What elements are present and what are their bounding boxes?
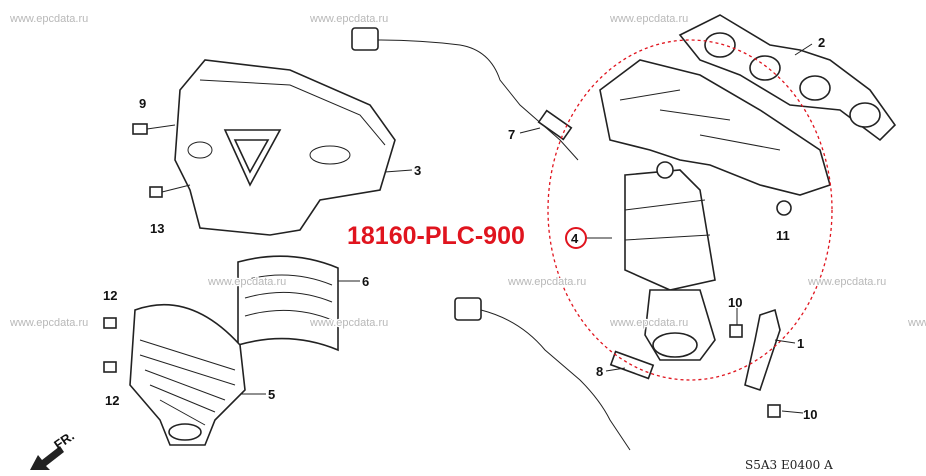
part-12-bolt[interactable] — [103, 361, 117, 373]
callout-1: 1 — [797, 336, 804, 351]
callout-10: 10 — [803, 407, 817, 422]
watermark: www.epcdata.ru — [9, 317, 88, 329]
watermark: www.epcdata.ru — [9, 13, 88, 25]
watermarks: www.epcdata.ru www.epcdata.ru www.epcdat… — [8, 12, 926, 331]
watermark: www.epcdata.ru — [309, 317, 388, 329]
part-12-bolt[interactable] — [103, 317, 117, 329]
part-1-stay[interactable] — [744, 308, 781, 392]
part-9-bolt[interactable] — [132, 123, 176, 135]
callout-12: 12 — [105, 393, 119, 408]
front-direction-arrow-icon: FR. — [30, 428, 77, 470]
callout-4: 4 — [571, 231, 579, 246]
part-2-gasket[interactable] — [678, 14, 897, 142]
watermark: www.epcdata.ru — [609, 317, 688, 329]
watermark: www.epcdata.ru — [207, 276, 286, 288]
highlight-ellipse — [547, 39, 833, 381]
callout-8: 8 — [596, 364, 603, 379]
part-3-upper-heat-shield[interactable] — [174, 59, 396, 236]
part-7-oxygen-sensor[interactable] — [351, 27, 579, 161]
callout-5: 5 — [268, 387, 275, 402]
callout-6: 6 — [362, 274, 369, 289]
callout-10: 10 — [728, 295, 742, 310]
callout-7: 7 — [508, 127, 515, 142]
part-5-lower-heat-shield[interactable] — [129, 303, 246, 446]
watermark: www.epcdata.ru — [907, 317, 926, 329]
highlighted-part-number[interactable]: 18160-PLC-900 — [347, 222, 525, 250]
part-13-bolt[interactable] — [149, 184, 191, 198]
diagram-code: S5A3 E0400 A — [745, 458, 833, 472]
callout-4-circle — [565, 227, 587, 249]
part-10-bolt[interactable] — [729, 324, 743, 338]
watermark: www.epcdata.ru — [807, 276, 886, 288]
part-6-bracket[interactable] — [237, 255, 339, 352]
part-4-exhaust-manifold-converter[interactable] — [599, 59, 831, 361]
callout-2: 2 — [818, 35, 825, 50]
watermark: www.epcdata.ru — [507, 276, 586, 288]
watermark: www.epcdata.ru — [609, 13, 688, 25]
callout-11: 11 — [776, 228, 790, 243]
part-10-bolt[interactable] — [767, 404, 781, 418]
callout-9: 9 — [139, 96, 146, 111]
callout-3: 3 — [414, 163, 421, 178]
callout-13: 13 — [150, 221, 164, 236]
callout-numbers: 2 3 4 5 6 7 8 9 10 10 11 12 12 13 1 — [103, 35, 825, 422]
direction-label: FR. — [51, 428, 77, 452]
part-11-nut[interactable] — [776, 200, 792, 216]
leader-lines — [240, 43, 813, 414]
callout-12: 12 — [103, 288, 117, 303]
watermark: www.epcdata.ru — [309, 13, 388, 25]
